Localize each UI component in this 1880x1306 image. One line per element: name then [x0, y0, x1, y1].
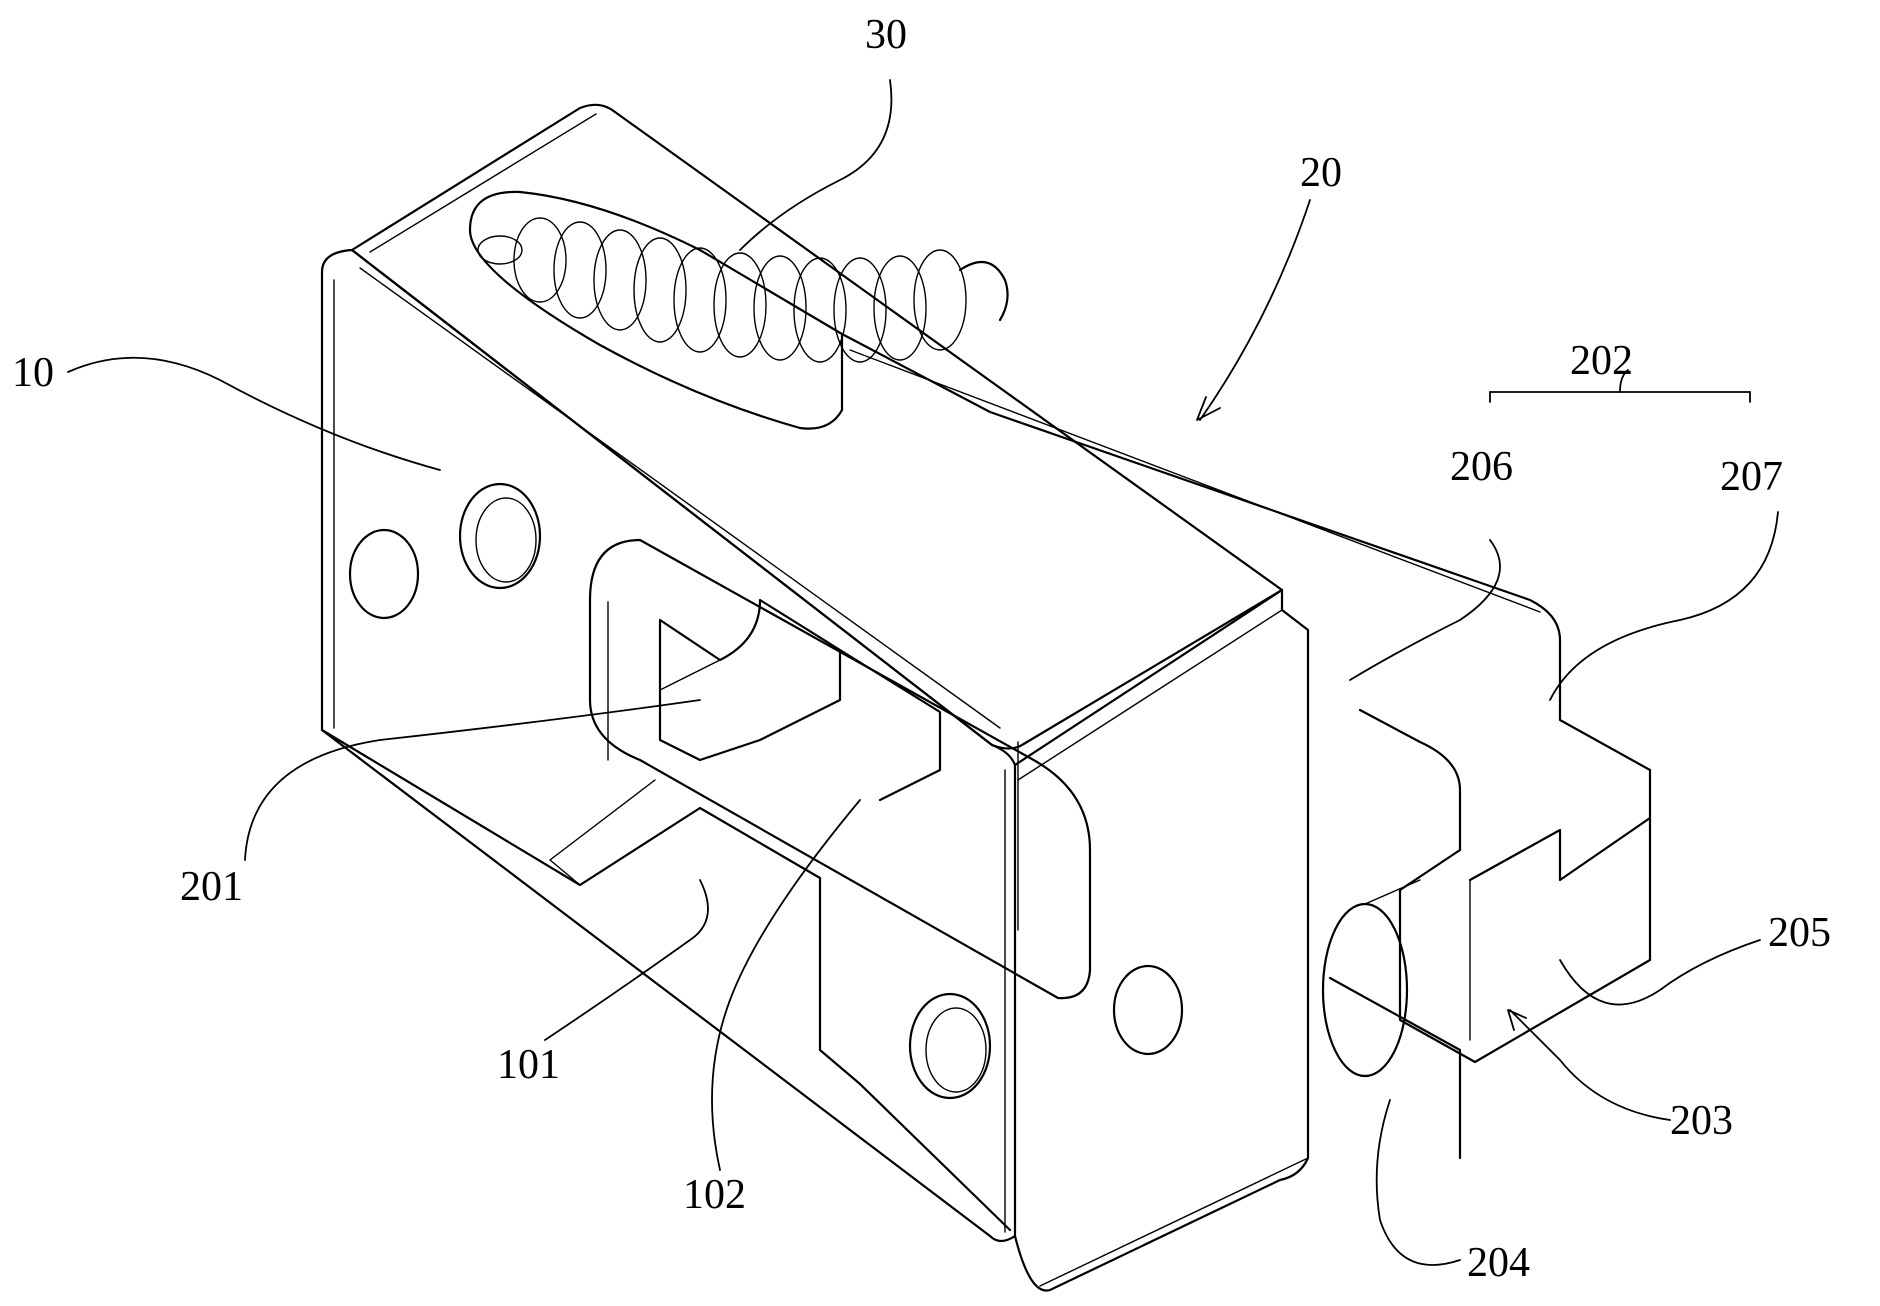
reference-labels: 10 30 20 202 206 207 205 203 204 201 101… [12, 12, 1831, 1286]
label-101: 101 [497, 1042, 560, 1088]
label-202: 202 [1570, 338, 1633, 384]
label-10: 10 [12, 350, 54, 396]
spring-30 [477, 217, 1009, 363]
label-205: 205 [1768, 910, 1831, 956]
label-203: 203 [1670, 1098, 1733, 1144]
label-204: 204 [1467, 1240, 1530, 1286]
housing-10 [320, 103, 1462, 1292]
label-30: 30 [865, 12, 907, 58]
label-206: 206 [1450, 444, 1513, 490]
slider-20 [658, 332, 1652, 1078]
leader-lines [67, 79, 1779, 1266]
label-102: 102 [683, 1172, 746, 1218]
label-20: 20 [1300, 150, 1342, 196]
label-207: 207 [1720, 454, 1783, 500]
label-201: 201 [180, 864, 243, 910]
